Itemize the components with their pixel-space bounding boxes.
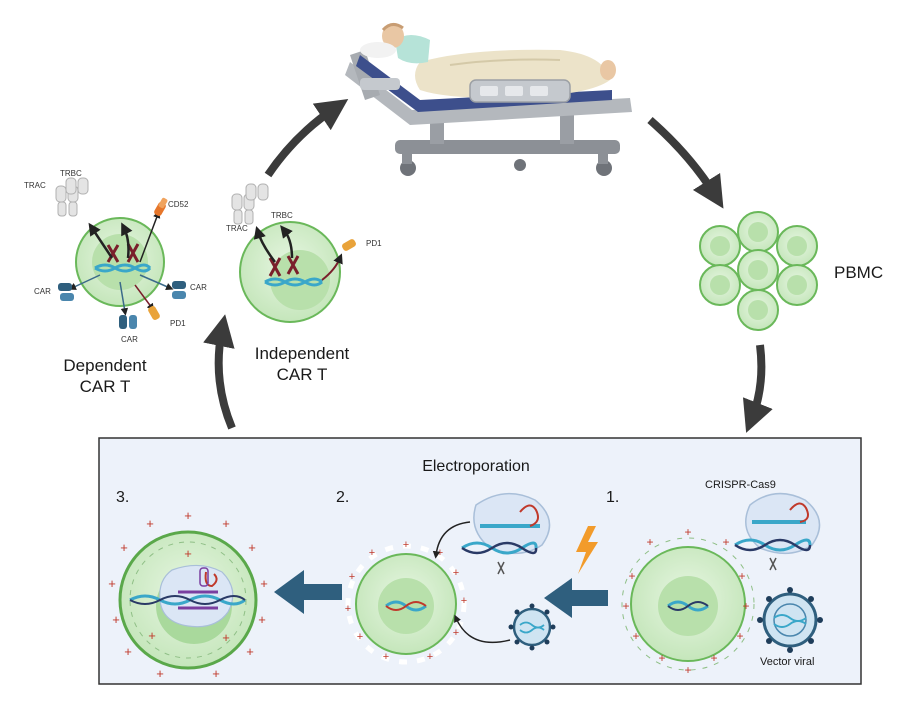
svg-text:+: +: [710, 651, 717, 665]
svg-text:+: +: [148, 628, 156, 643]
svg-text:+: +: [124, 644, 132, 659]
step2-cell: [345, 543, 467, 665]
svg-text:+: +: [742, 599, 749, 613]
svg-text:+: +: [108, 576, 116, 591]
vector-viral-icon: [757, 587, 823, 653]
svg-text:+: +: [736, 629, 743, 643]
svg-text:+: +: [156, 666, 164, 681]
flow-arrow-to-pbmc: [647, 116, 724, 209]
dependent-car-t-cell: [68, 210, 174, 316]
svg-text:+: +: [403, 539, 409, 551]
flow-arrow-to-patient: [264, 99, 349, 178]
blue-arrow-step2-to-3: [274, 570, 342, 614]
ind-pd1-label: PD1: [366, 239, 382, 248]
svg-text:+: +: [646, 535, 653, 549]
svg-text:+: +: [427, 651, 433, 663]
svg-text:+: +: [453, 567, 459, 579]
step3-charges: + + + + + + + + + + + + + + + +: [108, 508, 268, 681]
flow-arrow-to-electroporation: [742, 344, 773, 433]
crispr-cas9-bubble-step2: [461, 492, 551, 575]
dep-trac-label: TRAC: [24, 181, 46, 190]
step-3-label: 3.: [116, 489, 129, 506]
svg-text:+: +: [184, 546, 192, 561]
svg-text:+: +: [246, 644, 254, 659]
svg-text:+: +: [222, 630, 230, 645]
svg-text:+: +: [260, 576, 268, 591]
lightning-icon: [576, 526, 598, 574]
dependent-title-line1: Dependent: [63, 356, 146, 375]
svg-text:+: +: [369, 547, 375, 559]
step1-charges: + + + + + + + + + + + +: [622, 525, 749, 677]
svg-text:+: +: [628, 569, 635, 583]
blue-arrow-step1-to-2: [544, 578, 608, 618]
step2-virus-entry-arrow: [454, 614, 511, 644]
cd52-receptor-icon: [154, 197, 168, 216]
svg-text:+: +: [357, 631, 363, 643]
independent-title-line1: Independent: [255, 344, 350, 363]
svg-text:+: +: [258, 612, 266, 627]
svg-text:+: +: [222, 516, 230, 531]
independent-car-t-cell: [239, 221, 343, 323]
crispr-cas9-bubble: [734, 492, 821, 571]
svg-text:+: +: [453, 627, 459, 639]
svg-text:+: +: [684, 663, 691, 677]
svg-text:+: +: [248, 540, 256, 555]
svg-text:+: +: [632, 629, 639, 643]
svg-text:+: +: [112, 612, 120, 627]
svg-text:+: +: [461, 595, 467, 607]
ind-trbc-label: TRBC: [271, 211, 293, 220]
step3-cell: [118, 530, 258, 670]
svg-text:+: +: [146, 516, 154, 531]
pbmc-cluster: [699, 211, 818, 331]
independent-trac-receptor-icon: [231, 183, 269, 225]
svg-text:+: +: [738, 569, 745, 583]
dependent-title-line2: CAR T: [80, 377, 131, 396]
pd1-receptor-icon-independent: [342, 239, 356, 251]
ind-trac-label: TRAC: [226, 224, 248, 233]
svg-text:+: +: [212, 666, 220, 681]
step2-crispr-entry-arrow: [432, 521, 471, 559]
svg-text:+: +: [383, 651, 389, 663]
independent-title-line2: CAR T: [277, 365, 328, 384]
patient-bed-illustration: [345, 23, 632, 176]
svg-text:+: +: [345, 603, 351, 615]
car-receptor-icon-left: [58, 283, 74, 301]
dep-pd1-label: PD1: [170, 319, 186, 328]
svg-text:+: +: [684, 525, 691, 539]
svg-text:+: +: [349, 571, 355, 583]
svg-text:+: +: [622, 599, 629, 613]
svg-text:+: +: [120, 540, 128, 555]
dep-cd52-label: CD52: [168, 200, 189, 209]
pbmc-label: PBMC: [834, 263, 883, 282]
dep-car-bottom-label: CAR: [121, 335, 138, 344]
car-receptor-icon-right: [172, 281, 186, 299]
step1-cell: [621, 537, 755, 671]
pd1-receptor-icon-dependent: [148, 306, 160, 320]
electroporation-title: Electroporation: [422, 458, 530, 475]
dep-trbc-label: TRBC: [60, 169, 82, 178]
svg-text:+: +: [658, 651, 665, 665]
crispr-label: CRISPR-Cas9: [705, 479, 776, 491]
flow-arrows: [203, 99, 773, 433]
car-receptor-icon-bottom: [119, 315, 137, 329]
svg-text:+: +: [722, 535, 729, 549]
step-2-label: 2.: [336, 489, 349, 506]
dep-car-left-label: CAR: [34, 287, 51, 296]
dep-car-right-label: CAR: [190, 283, 207, 292]
vector-viral-label: Vector viral: [760, 656, 814, 668]
step-1-label: 1.: [606, 489, 619, 506]
step2-virus-icon: [508, 603, 556, 651]
flow-arrow-to-cart: [203, 314, 236, 430]
trac-receptor-icon: [55, 177, 89, 217]
svg-text:+: +: [184, 508, 192, 523]
